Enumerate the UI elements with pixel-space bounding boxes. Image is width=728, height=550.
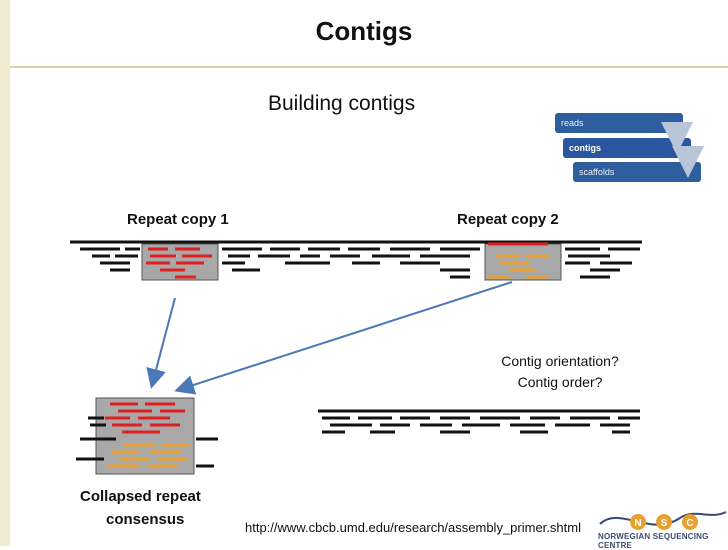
left-accent-band (0, 0, 10, 546)
flow-step-scaffolds-label: scaffolds (579, 167, 615, 177)
logo-circle-c (682, 514, 698, 530)
logo-letter-n: N (634, 518, 641, 529)
collapsed-repeat-box (95, 397, 195, 475)
repeat-2-reads (488, 242, 550, 279)
collapsed-flanking-reads (76, 416, 218, 468)
logo-text: NORWEGIAN SEQUENCING CENTRE (598, 532, 709, 550)
logo-letter-c: C (686, 518, 693, 529)
flow-step-contigs: contigs (563, 138, 691, 158)
contig-orientation-question: Contig orientation? (501, 353, 619, 369)
logo-swoosh (599, 511, 727, 526)
collapsed-consensus-label: consensus (106, 511, 185, 528)
repeat-copy-1-label: Repeat copy 1 (127, 211, 229, 228)
repeat-1-reads (146, 247, 212, 279)
repeat-copy-2-label: Repeat copy 2 (457, 211, 559, 228)
collapsed-repeat-reads (80, 402, 190, 468)
collapsed-repeat-label: Collapsed repeat (80, 488, 201, 505)
flow-step-reads-label: reads (561, 118, 584, 128)
logo-circle-s (656, 514, 672, 530)
slide-title: Contigs (315, 16, 413, 46)
flow-step-reads: reads (555, 113, 683, 133)
logo-circle-n (630, 514, 646, 530)
genome-reads-top (70, 240, 642, 279)
arrow-from-repeat-2 (174, 281, 513, 395)
arrow-from-repeat-1 (146, 297, 176, 389)
contig-order-question: Contig order? (517, 374, 603, 390)
source-url: http://www.cbcb.umd.edu/research/assembl… (245, 520, 581, 535)
contig-2-reads (318, 409, 640, 434)
title-divider (10, 66, 728, 68)
flow-step-scaffolds: scaffolds (573, 162, 701, 182)
logo-letter-s: S (661, 518, 668, 529)
slide-subtitle: Building contigs (268, 92, 416, 115)
flow-step-contigs-label: contigs (569, 143, 602, 153)
nsc-logo: N S C (599, 511, 727, 530)
